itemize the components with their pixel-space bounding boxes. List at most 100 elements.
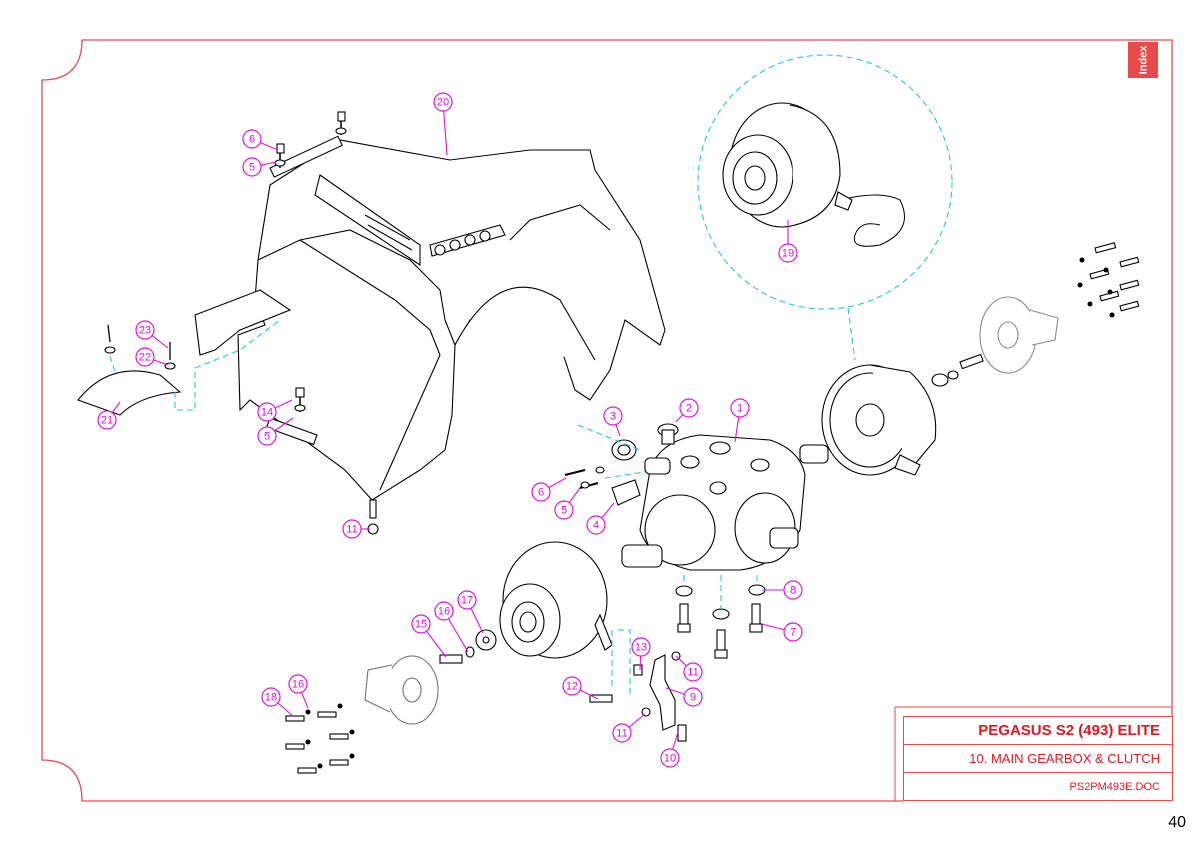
callout-23: 23 — [135, 320, 169, 349]
callout-number: 9 — [690, 692, 696, 704]
callout-number: 10 — [664, 753, 676, 765]
callout-20: 20 — [433, 92, 453, 156]
callout-6: 6 — [531, 477, 567, 502]
page-number: 40 — [1168, 814, 1186, 831]
callout-leader — [151, 335, 169, 349]
drawing-subtitle: 10. MAIN GEARBOX & CLUTCH — [969, 751, 1160, 766]
callout-21: 21 — [97, 401, 121, 430]
callout-number: 15 — [415, 619, 427, 631]
callout-number: 16 — [438, 606, 450, 618]
callout-balloon — [242, 129, 262, 149]
callout-2: 2 — [675, 398, 699, 423]
callout-number: 16 — [292, 679, 304, 691]
cover-plate — [77, 319, 281, 416]
callout-leader — [675, 414, 684, 423]
callout-3: 3 — [603, 406, 623, 437]
callout-16: 16 — [288, 674, 309, 709]
callout-number: 13 — [635, 642, 647, 654]
callout-5: 5 — [242, 157, 277, 177]
callout-6: 6 — [242, 129, 279, 151]
callout-9: 9 — [665, 687, 703, 707]
callout-balloon — [683, 662, 703, 682]
callout-balloon — [411, 614, 431, 634]
callout-balloon — [783, 580, 803, 600]
callout-15: 15 — [411, 614, 447, 658]
right-clutch — [821, 353, 984, 476]
callout-leader — [615, 424, 621, 437]
callout-leader — [579, 689, 599, 700]
left-yoke — [364, 655, 439, 725]
left-bolt-group — [285, 703, 355, 774]
callout-number: 12 — [566, 681, 578, 693]
callout-leader — [665, 687, 685, 695]
callout-number: 5 — [561, 505, 567, 517]
callout-number: 11 — [346, 524, 357, 536]
callout-5: 5 — [554, 487, 581, 520]
index-tab[interactable]: Index — [1128, 42, 1158, 78]
callout-13: 13 — [631, 637, 651, 671]
shroud-bolts — [274, 111, 379, 535]
callout-17: 17 — [457, 590, 484, 634]
callout-22: 22 — [135, 347, 169, 367]
electric-clutch-detail — [697, 54, 953, 361]
callout-balloon — [257, 426, 277, 446]
callout-number: 3 — [610, 411, 616, 423]
callout-balloon — [97, 410, 117, 430]
callout-balloon — [242, 157, 262, 177]
callout-1: 1 — [730, 398, 750, 443]
callout-balloon — [778, 243, 798, 263]
callout-10: 10 — [660, 731, 680, 768]
callout-balloon — [135, 320, 155, 340]
callout-leader — [111, 401, 121, 414]
callout-number: 4 — [593, 520, 599, 532]
callout-5: 5 — [257, 417, 294, 446]
document-row: PS2PM493E.DOC — [904, 773, 1172, 801]
page-frame — [41, 39, 1173, 802]
gearbox-feet-bolts — [675, 575, 766, 659]
callout-balloon — [783, 622, 803, 642]
callout-number: 11 — [687, 667, 698, 679]
callout-number: 21 — [101, 415, 113, 427]
callout-leader — [601, 502, 615, 519]
callout-balloon — [660, 748, 680, 768]
callout-leader — [761, 623, 785, 631]
callout-number: 8 — [790, 585, 796, 597]
callout-balloon — [586, 515, 606, 535]
right-bolt-group — [1077, 242, 1140, 318]
callout-leader — [153, 359, 169, 366]
callout-8: 8 — [762, 580, 803, 600]
callout-balloon — [603, 406, 623, 426]
callout-number: 5 — [249, 162, 255, 174]
callout-leader — [277, 702, 294, 717]
callout-number: 20 — [437, 97, 449, 109]
callout-balloon — [257, 402, 277, 422]
callout-balloon — [342, 519, 362, 539]
callout-balloon — [531, 482, 551, 502]
callout-14: 14 — [257, 399, 293, 422]
callout-leader — [470, 607, 484, 634]
callout-balloon — [554, 500, 574, 520]
callout-balloon — [135, 347, 155, 367]
callout-balloon — [730, 398, 750, 418]
callout-7: 7 — [761, 622, 803, 642]
callout-11: 11 — [612, 713, 646, 743]
callout-balloon — [288, 674, 308, 694]
callout-12: 12 — [562, 676, 599, 700]
callout-balloon — [433, 92, 453, 112]
main-gearbox — [611, 423, 829, 571]
callout-number: 6 — [538, 487, 544, 499]
callout-leader — [260, 142, 279, 151]
callout-balloon — [457, 590, 477, 610]
callout-balloon — [679, 398, 699, 418]
callout-leader — [675, 655, 687, 667]
callout-number: 17 — [461, 595, 473, 607]
left-clutch — [439, 541, 613, 664]
gearbox-shroud — [194, 135, 666, 501]
callout-leader — [274, 399, 293, 409]
callout-4: 4 — [586, 502, 615, 535]
callout-balloon — [683, 687, 703, 707]
callout-number: 5 — [264, 431, 270, 443]
callout-leader — [448, 618, 469, 653]
callout-leader — [443, 110, 448, 156]
callout-16: 16 — [434, 601, 469, 653]
